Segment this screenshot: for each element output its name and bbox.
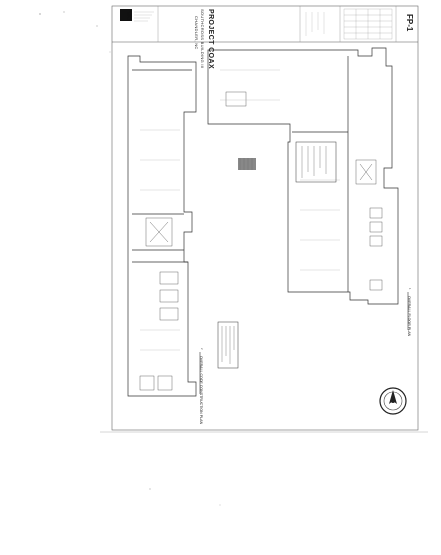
sheet-number: FP-1 bbox=[405, 14, 414, 32]
lower-plan-legend-box bbox=[217, 321, 239, 369]
shaded-area bbox=[238, 158, 256, 170]
upper-plan-label: OVERALL FLOOR PLAN bbox=[407, 296, 411, 337]
firm-logo: mc bbox=[125, 10, 132, 21]
lower-plan-outline bbox=[127, 55, 197, 397]
upper-plan-rooms bbox=[225, 91, 383, 291]
upper-plan-legend-lines bbox=[301, 146, 327, 178]
lower-plan-number: 2 bbox=[200, 348, 203, 350]
lower-plan-legend-lines bbox=[221, 326, 235, 364]
project-location: CHANDLER, NC bbox=[194, 16, 199, 50]
lower-plan-hatch bbox=[140, 129, 180, 351]
upper-plan-outline bbox=[207, 47, 399, 305]
notes-column-lines bbox=[305, 12, 325, 36]
logo-caption-lines bbox=[134, 11, 154, 22]
logo-mark bbox=[120, 9, 132, 21]
sheet-border bbox=[111, 5, 419, 431]
upper-plan-number: 1 bbox=[408, 288, 411, 290]
lower-plan-rooms bbox=[139, 217, 179, 391]
shaded-area-hatch bbox=[239, 158, 253, 170]
north-arrow-stamp bbox=[379, 387, 407, 415]
upper-plan-legend-box bbox=[295, 141, 337, 183]
revision-grid bbox=[343, 8, 393, 40]
lower-plan-label: OVERALL CODE CONSTRUCTION PLAN bbox=[199, 356, 203, 425]
building-name: SOUTHCROSS BUILDING III bbox=[200, 9, 205, 69]
upper-plan-hatch bbox=[220, 69, 340, 271]
scan-speckles bbox=[39, 11, 221, 506]
project-name: PROJECT COAX bbox=[207, 9, 214, 70]
